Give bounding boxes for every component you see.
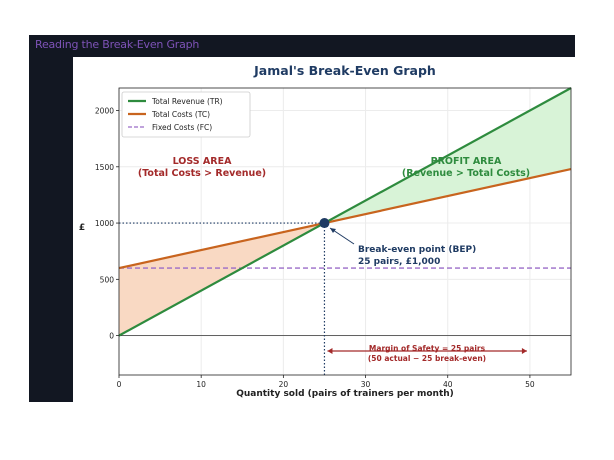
total-costs-line: [118, 167, 572, 270]
profit-area-title: PROFIT AREA: [431, 156, 502, 167]
mos-label-line2: (50 actual − 25 break-even): [368, 354, 486, 363]
x-tick-label: 20: [279, 380, 289, 389]
bep-arrowhead: [330, 228, 336, 233]
x-tick-label: 30: [361, 380, 371, 389]
loss-area-subtitle: (Total Costs > Revenue): [138, 168, 266, 179]
plot-frame: [118, 87, 572, 376]
y-axis-label: £: [79, 223, 85, 233]
legend-box: [121, 91, 251, 138]
header-bar: Reading the Break-Even Graph: [29, 35, 575, 57]
y-tick-label: 0: [109, 332, 114, 341]
loss-area-title: LOSS AREA: [173, 156, 233, 167]
x-tick-label: 0: [117, 380, 122, 389]
total-revenue-line: [118, 87, 572, 337]
x-tick-label: 50: [525, 380, 535, 389]
mos-arrowhead-right: [521, 348, 527, 354]
legend-label: Total Costs (TC): [151, 110, 210, 119]
legend-label: Fixed Costs (FC): [152, 123, 212, 132]
y-tick-label: 2000: [95, 107, 114, 116]
bep-marker: [319, 218, 330, 229]
bep-guides: [119, 222, 326, 375]
y-tick-label: 500: [100, 275, 115, 284]
legend-label: Total Revenue (TR): [151, 97, 223, 106]
margin-of-safety: [327, 348, 527, 354]
page-title: Reading the Break-Even Graph: [35, 38, 200, 51]
mos-arrowhead-left: [327, 348, 333, 354]
mos-label-line1: Margin of Safety = 25 pairs: [369, 344, 486, 353]
y-tick-label: 1500: [95, 163, 114, 172]
x-axis-label: Quantity sold (pairs of trainers per mon…: [236, 389, 454, 399]
y-tick-label: 1000: [95, 219, 114, 228]
series-lines: [118, 87, 572, 337]
bep-label-line2: 25 pairs, £1,000: [358, 257, 440, 267]
bep-label-line1: Break-even point (BEP): [358, 245, 476, 255]
legend: Total Revenue (TR) Total Costs (TC) Fixed …: [121, 91, 251, 138]
profit-area-subtitle: (Revenue > Total Costs): [402, 168, 530, 179]
bep-annotation: Break-even point (BEP) 25 pairs, £1,000: [329, 227, 476, 267]
x-tick-label: 40: [443, 380, 453, 389]
sidebar-strip: [29, 57, 73, 402]
x-tick-label: 10: [196, 380, 206, 389]
chart-title: Jamal's Break-Even Graph: [253, 63, 436, 78]
